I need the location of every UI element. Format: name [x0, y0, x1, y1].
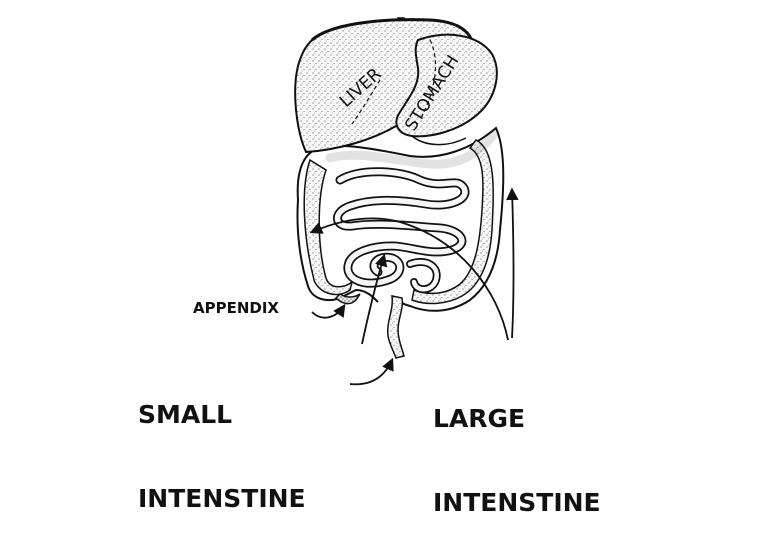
appendix-label: APPENDIX — [193, 299, 279, 317]
large-intestine-label: LARGE INTENSTINE — [433, 349, 601, 545]
arrow-appendix — [311, 303, 346, 319]
large-intestine — [296, 126, 505, 312]
small-intestine-label-line1: SMALL — [138, 400, 233, 429]
digestive-system-diagram: LIVER STOMACH — [294, 17, 519, 386]
large-intestine-label-line2: INTENSTINE — [433, 488, 601, 517]
rectum — [386, 295, 405, 359]
arrow-rectum — [349, 357, 394, 386]
small-intestine-label: SMALL INTENSTINE — [138, 345, 306, 541]
small-intestine — [333, 167, 470, 294]
arrow-small-intestine — [361, 253, 388, 345]
small-intestine-label-line2: INTENSTINE — [138, 484, 306, 513]
arrow-large-intestine-left — [309, 217, 509, 341]
appendix — [334, 293, 361, 305]
large-intestine-label-line1: LARGE — [433, 404, 526, 433]
arrow-large-intestine-right — [506, 187, 519, 339]
leader-arrows — [309, 187, 519, 386]
stomach — [395, 33, 498, 146]
